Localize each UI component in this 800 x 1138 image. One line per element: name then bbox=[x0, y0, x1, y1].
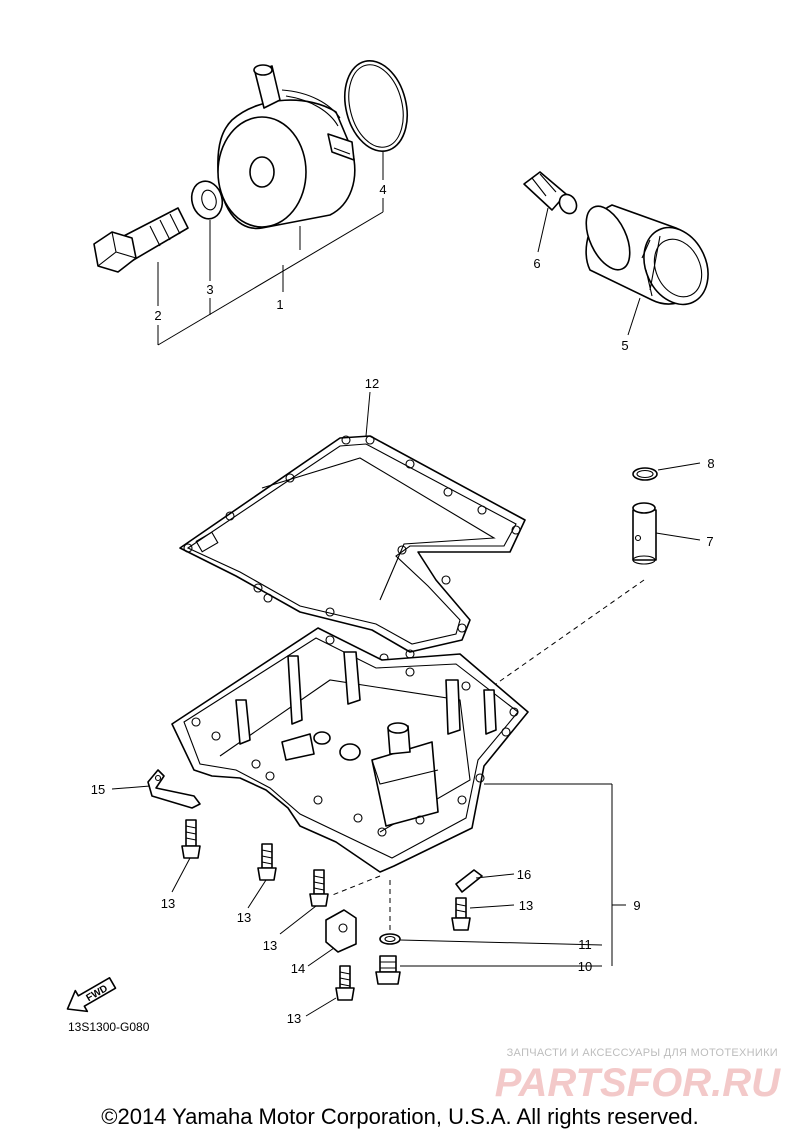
label-2: 2 bbox=[154, 308, 161, 323]
bracket-16 bbox=[455, 869, 483, 893]
leader-13e bbox=[305, 997, 337, 1017]
damper-14 bbox=[325, 909, 357, 953]
bolt-13b bbox=[257, 843, 277, 881]
o-ring-4 bbox=[344, 59, 408, 153]
leader-6 bbox=[537, 207, 549, 253]
label-7: 7 bbox=[706, 534, 713, 549]
gasket-12 bbox=[179, 435, 526, 663]
label-12: 12 bbox=[365, 376, 379, 391]
label-6: 6 bbox=[533, 256, 540, 271]
union-bolt-2 bbox=[93, 207, 189, 273]
fitting-6 bbox=[523, 171, 578, 215]
bolt-13d bbox=[451, 897, 471, 931]
o-ring-8 bbox=[632, 467, 658, 481]
label-4: 4 bbox=[379, 182, 386, 197]
dashed-14 bbox=[329, 875, 381, 897]
bracket-15 bbox=[147, 769, 201, 809]
oil-pan-9 bbox=[171, 627, 529, 873]
label-14: 14 bbox=[291, 961, 305, 976]
pipe-7 bbox=[632, 502, 657, 565]
leaders-9 bbox=[484, 783, 626, 966]
label-10: 10 bbox=[578, 959, 592, 974]
label-15: 15 bbox=[91, 782, 105, 797]
leader-13c bbox=[279, 905, 317, 935]
fwd-label: FWD bbox=[85, 983, 110, 1004]
bolt-13a bbox=[181, 819, 201, 859]
fwd-arrow-icon: FWD bbox=[66, 977, 117, 1013]
bolt-13e bbox=[335, 965, 355, 1001]
label-11: 11 bbox=[578, 937, 592, 952]
label-9: 9 bbox=[633, 898, 640, 913]
washer-11 bbox=[379, 933, 401, 945]
leader-13a bbox=[171, 857, 191, 893]
leader-13b bbox=[247, 879, 267, 909]
copyright-notice: ©2014 Yamaha Motor Corporation, U.S.A. A… bbox=[101, 1104, 698, 1129]
label-13-c: 13 bbox=[263, 938, 277, 953]
label-13-a: 13 bbox=[161, 896, 175, 911]
label-13-e: 13 bbox=[287, 1011, 301, 1026]
part-labels: 1 2 3 4 5 6 7 8 9 10 11 12 13 13 13 13 1… bbox=[91, 182, 715, 1026]
leader-7 bbox=[655, 532, 701, 541]
label-1: 1 bbox=[276, 297, 283, 312]
watermark-site: PARTSFOR.RU bbox=[495, 1061, 781, 1105]
label-13-b: 13 bbox=[237, 910, 251, 925]
leader-5 bbox=[627, 297, 641, 336]
diagram-code: 13S1300-G080 bbox=[68, 1020, 150, 1034]
watermark-tagline: ЗАПЧАСТИ И АКСЕССУАРЫ ДЛЯ МОТОТЕХНИКИ bbox=[507, 1047, 778, 1059]
drain-plug-10 bbox=[375, 955, 401, 985]
label-13-d: 13 bbox=[519, 898, 533, 913]
label-3: 3 bbox=[206, 282, 213, 297]
leader-8 bbox=[657, 462, 701, 471]
leader-15 bbox=[111, 785, 151, 790]
leader-16 bbox=[475, 873, 515, 879]
leader-12 bbox=[365, 391, 371, 437]
leader-11 bbox=[399, 939, 603, 946]
label-8: 8 bbox=[707, 456, 714, 471]
oil-cooler bbox=[217, 64, 356, 230]
leader-13d bbox=[469, 904, 515, 909]
label-16: 16 bbox=[517, 867, 531, 882]
oil-filter-5 bbox=[585, 204, 709, 306]
label-5: 5 bbox=[621, 338, 628, 353]
bolt-13c bbox=[309, 869, 329, 907]
leader-14 bbox=[307, 947, 335, 967]
washer-3 bbox=[190, 180, 224, 220]
leaders-cooler bbox=[157, 152, 384, 346]
